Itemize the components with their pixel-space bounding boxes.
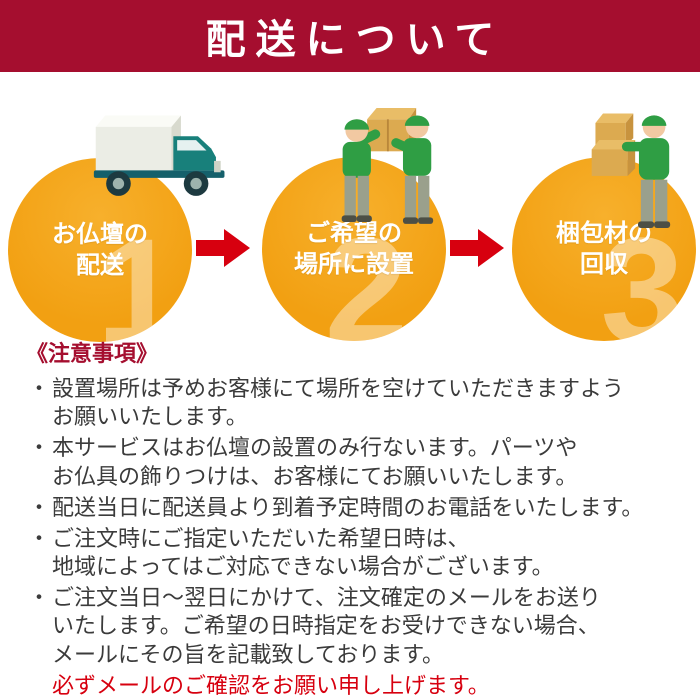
delivery-truck-icon xyxy=(86,106,238,212)
step-label-1: お仏壇の 配送 xyxy=(52,220,148,279)
notes-footer-warning: 必ずメールのご確認をお願い申し上げます。 xyxy=(52,672,490,698)
bullet: ・ xyxy=(28,525,51,551)
bullet: ・ xyxy=(28,494,51,520)
note-item: ・ 配送当日に配送員より到着予定時間のお電話をいたします。 xyxy=(26,494,688,522)
note-item: ・ ご注文時にご指定いただいた希望日時は、 地域によってはご対応できない場合がご… xyxy=(26,525,688,581)
notes-heading: 《注意事項》 xyxy=(26,341,159,366)
two-delivery-workers-icon xyxy=(341,107,434,224)
bullet: ・ xyxy=(28,435,51,461)
worker-carrying-boxes-icon xyxy=(591,113,671,228)
step-number-1: 1 xyxy=(96,207,180,342)
step-number-2: 2 xyxy=(324,206,408,341)
bullet: ・ xyxy=(28,585,51,611)
two-delivery-workers-icon xyxy=(320,102,452,244)
note-item: ・ ご注文当日〜翌日にかけて、注文確定のメールをお送り いたします。ご希望の日時… xyxy=(26,584,688,668)
arrow-right-icon xyxy=(450,227,506,269)
bullet: ・ xyxy=(28,376,51,402)
header-banner: 配送について xyxy=(0,0,700,72)
step-circle-delivery: 1 お仏壇の 配送 xyxy=(8,158,192,342)
note-text: 配送当日に配送員より到着予定時間のお電話をいたします。 xyxy=(52,494,644,520)
note-text: 設置場所は予めお客様にて場所を空けていただきますよう お願いいたします。 xyxy=(52,376,625,430)
note-text: 本サービスはお仏壇の設置のみ行ないます。パーツや お仏具の飾りつけは、お客様にて… xyxy=(52,435,578,489)
arrow-right-icon xyxy=(196,227,252,269)
note-text: ご注文時にご指定いただいた希望日時は、 地域によってはご対応できない場合がござい… xyxy=(52,525,554,580)
step-number-3: 3 xyxy=(600,206,684,341)
worker-carrying-boxes-icon xyxy=(586,104,690,246)
note-item: ・ 設置場所は予めお客様にて場所を空けていただきますよう お願いいたします。 xyxy=(26,375,688,431)
note-item: ・ 本サービスはお仏壇の設置のみ行ないます。パーツや お仏具の飾りつけは、お客様… xyxy=(26,434,688,490)
step-label-2: ご希望の 場所に設置 xyxy=(294,219,414,278)
delivery-truck-icon xyxy=(93,115,225,196)
note-text: ご注文当日〜翌日にかけて、注文確定のメールをお送り いたします。ご希望の日時指定… xyxy=(52,585,601,667)
notes-section: 《注意事項》 ・ 設置場所は予めお客様にて場所を空けていただきますよう お願いい… xyxy=(26,340,688,700)
step-label-3: 梱包材の 回収 xyxy=(556,219,652,278)
page-title: 配送について xyxy=(205,18,505,62)
